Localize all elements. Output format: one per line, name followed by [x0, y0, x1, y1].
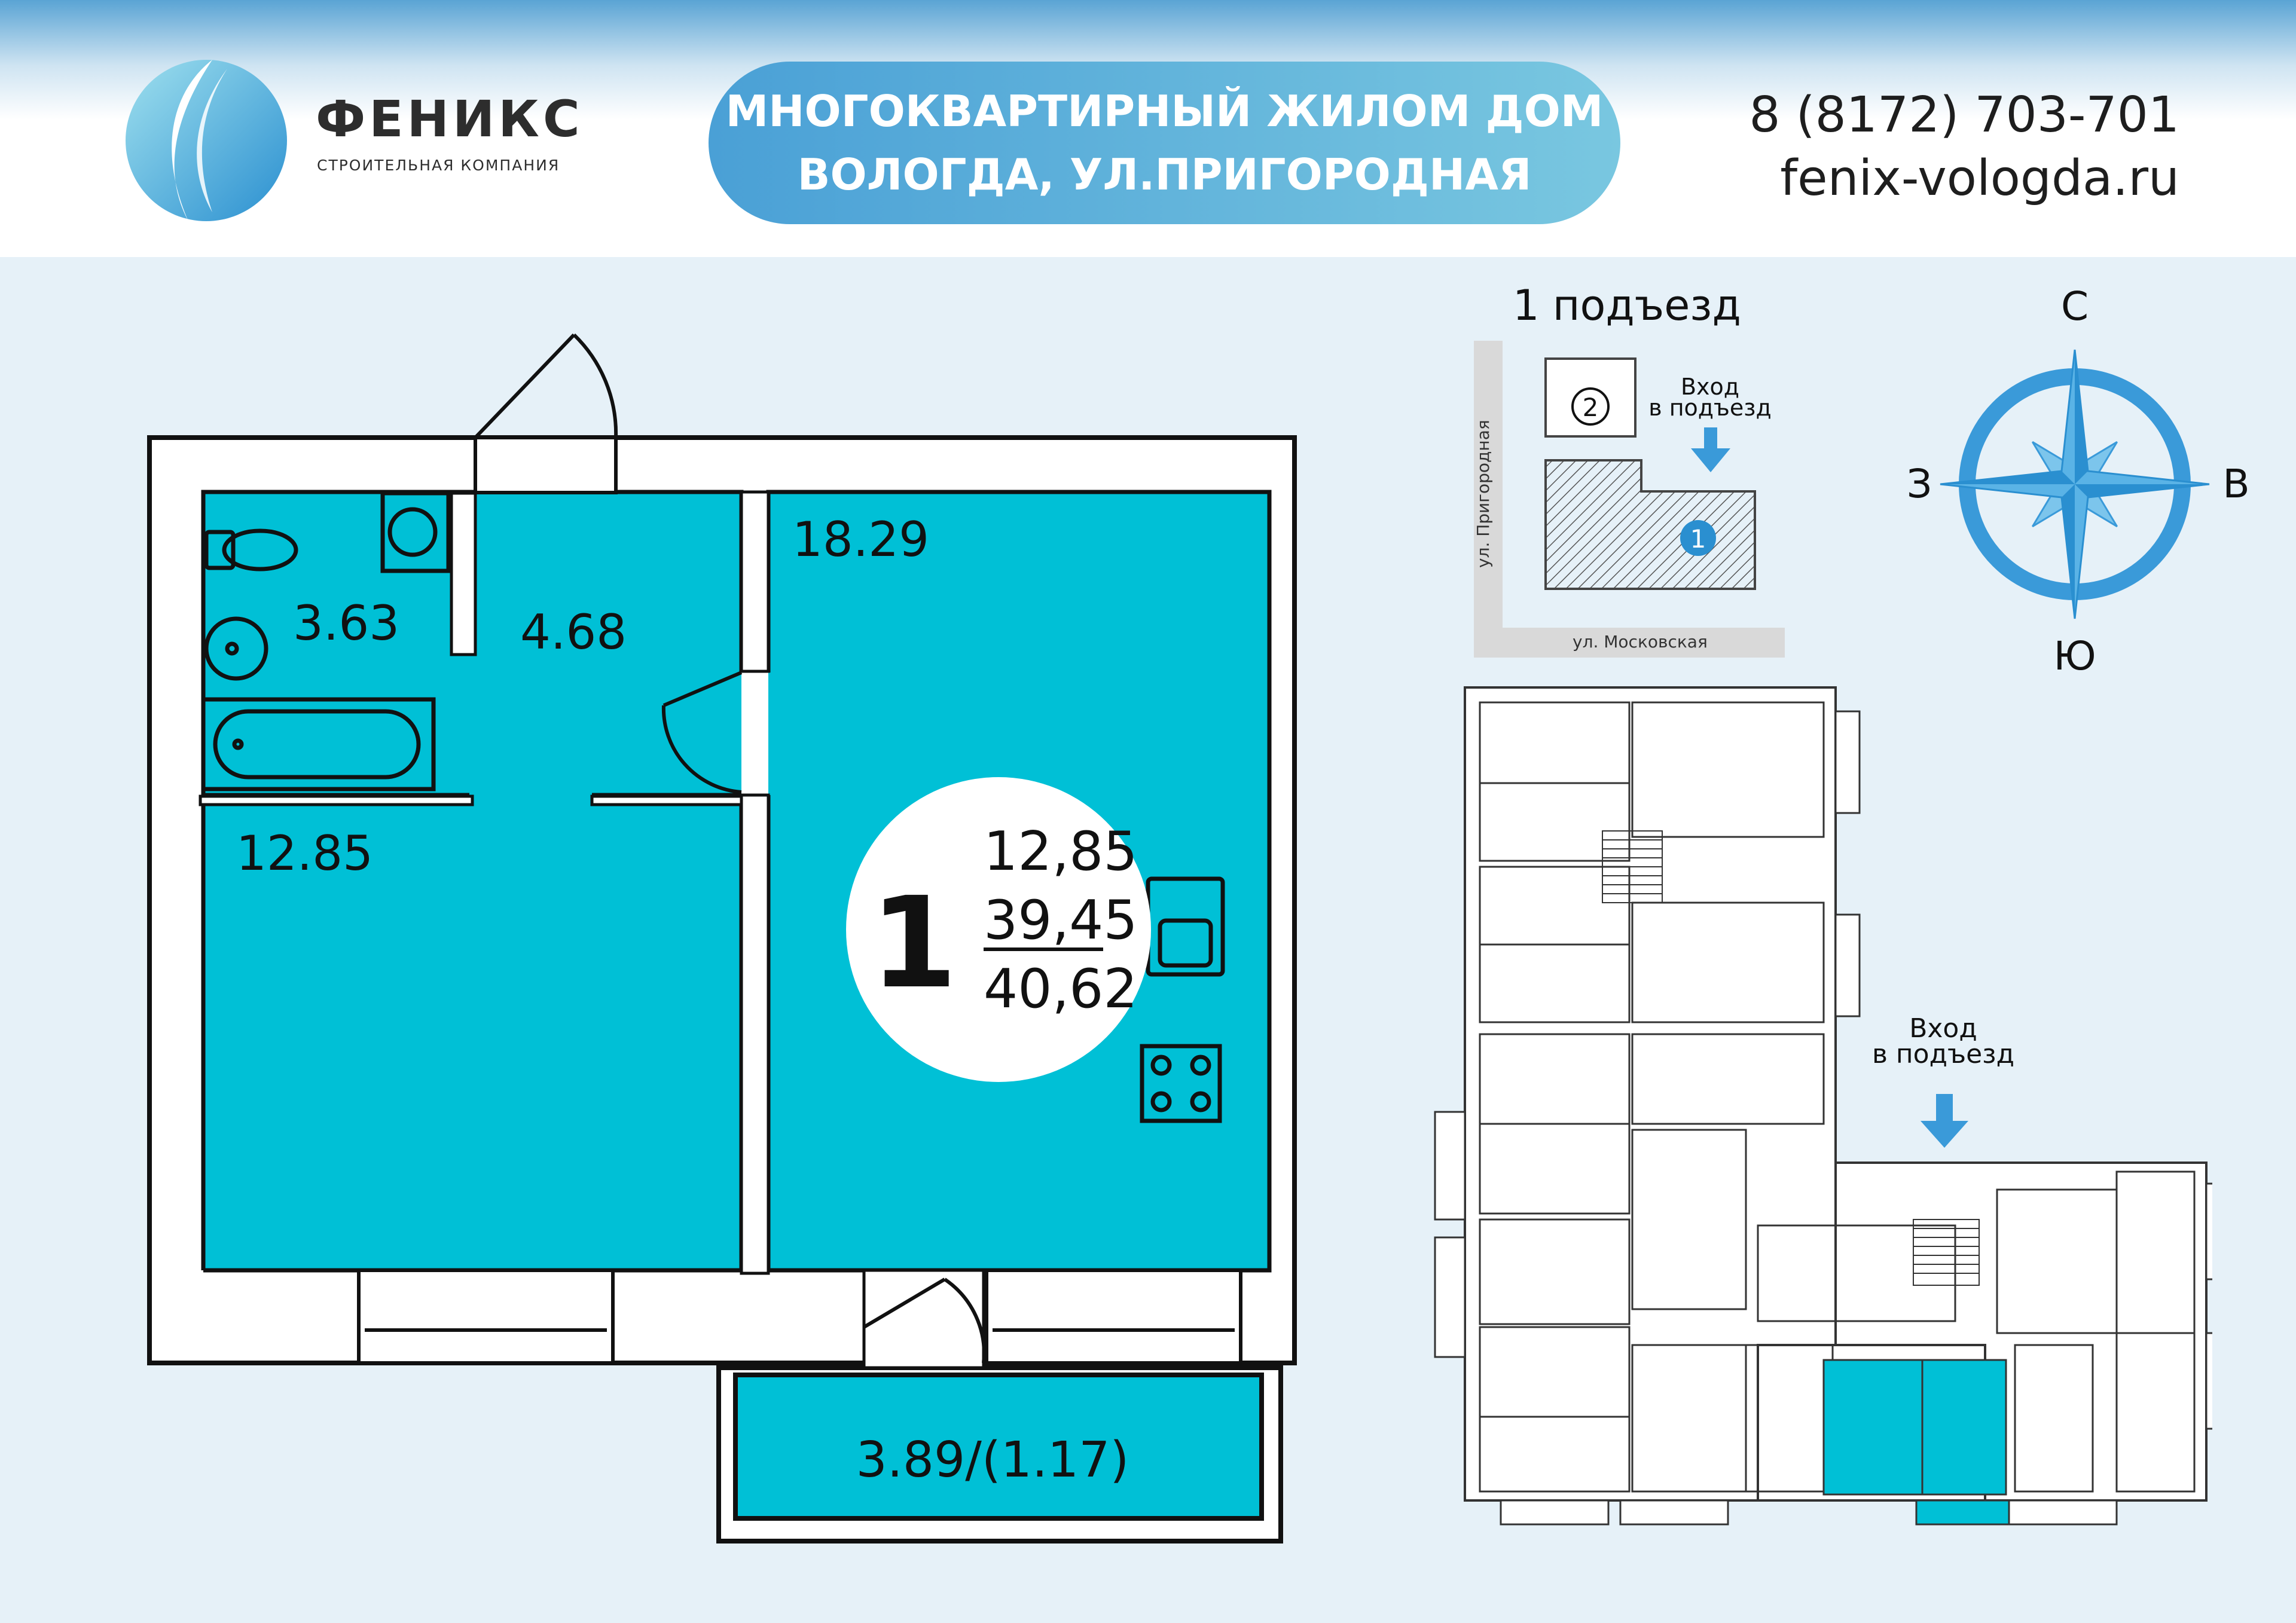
section-1-block: [1544, 459, 1756, 590]
balcony-fill: [733, 1373, 1264, 1521]
contacts: 8 (8172) 703-701 fenix-vologda.ru: [1749, 84, 2179, 210]
section-1-number: 1: [1690, 524, 1706, 554]
phoenix-logo-icon: [126, 60, 287, 221]
bathroom-fixtures: [201, 491, 451, 791]
site-entrance-label-1: Вход: [1681, 374, 1739, 400]
section-1-marker: [1680, 520, 1716, 556]
brand-name: ФЕНИКС: [316, 90, 584, 148]
staircase-icon: [1602, 830, 1980, 1286]
project-title: МНОГОКВАРТИРНЫЙ ЖИЛОМ ДОМ ВОЛОГДА, УЛ.ПР…: [709, 62, 1620, 224]
section-2-marker: [1571, 387, 1610, 426]
compass-east-label: В: [2222, 461, 2248, 507]
compass-south-label: Ю: [2053, 633, 2096, 679]
kitchen-area-label: 18.29: [792, 512, 929, 567]
building-floor-plan: Вход в подъезд: [1434, 686, 2212, 1526]
site-entrance-label-2: в подъезд: [1648, 395, 1772, 421]
apartment-summary-circle: [846, 777, 1151, 1082]
total-with-balcony-value: 40,62: [984, 958, 1138, 1020]
floor-entrance-arrow-icon: [1921, 1094, 1968, 1148]
bathroom-area-label: 3.63: [293, 595, 399, 651]
hallway-area-label: 4.68: [520, 604, 627, 660]
compass-north-label: С: [2061, 283, 2089, 329]
total-area-value: 39,45: [984, 889, 1138, 952]
living-room-area-label: 12.85: [236, 826, 373, 881]
kitchen-door: [662, 671, 743, 707]
floor-entrance-label-1: Вход: [1909, 1013, 1977, 1044]
balcony-area-label: 3.89/(1.17): [856, 1432, 1129, 1488]
section-2-number: 2: [1583, 393, 1599, 422]
project-title-line1: МНОГОКВАРТИРНЫЙ ЖИЛОМ ДОМ: [725, 86, 1604, 136]
window-kitchen: [985, 1269, 1242, 1365]
compass-west-label: З: [1907, 461, 1932, 507]
site-entrance-arrow-icon: [1691, 427, 1730, 472]
apartment-floor-plan: 3.63 4.68 18.29 12.85 3.89/(1.17) 1 12,8…: [147, 333, 1297, 1543]
highlighted-apartment-kitchen[interactable]: [1921, 1359, 2007, 1496]
balcony-door: [863, 1277, 946, 1329]
project-title-line2: ВОЛОГДА, УЛ.ПРИГОРОДНАЯ: [797, 149, 1532, 200]
room-count: 1: [870, 870, 957, 1016]
floor-entrance-label-2: в подъезд: [1872, 1039, 2014, 1069]
entrance-door: [474, 333, 576, 439]
entrance-title: 1 подъезд: [1513, 281, 1741, 330]
street-horizontal: [1474, 628, 1785, 658]
highlighted-apartment-balcony[interactable]: [1915, 1499, 2010, 1526]
street-vertical: [1474, 341, 1503, 658]
highlighted-apartment-main[interactable]: [1822, 1359, 1923, 1496]
header: ФЕНИКС СТРОИТЕЛЬНАЯ КОМПАНИЯ МНОГОКВАРТИ…: [0, 0, 2296, 257]
site-plan: 1 подъезд ул. Пригородная ул. Московская…: [1473, 281, 1785, 658]
street-horizontal-label: ул. Московская: [1573, 632, 1708, 652]
website-link[interactable]: fenix-vologda.ru: [1780, 150, 2179, 207]
compass-star-icon: [1940, 349, 2210, 619]
left-rooms-fill: [203, 492, 741, 1270]
phone-number[interactable]: 8 (8172) 703-701: [1749, 87, 2179, 143]
living-area-value: 12,85: [984, 820, 1138, 883]
window-living: [357, 1269, 615, 1365]
compass-rose: С Ю З В: [1907, 283, 2248, 679]
street-vertical-label: ул. Пригородная: [1473, 420, 1493, 568]
brand-subtitle: СТРОИТЕЛЬНАЯ КОМПАНИЯ: [317, 157, 560, 174]
